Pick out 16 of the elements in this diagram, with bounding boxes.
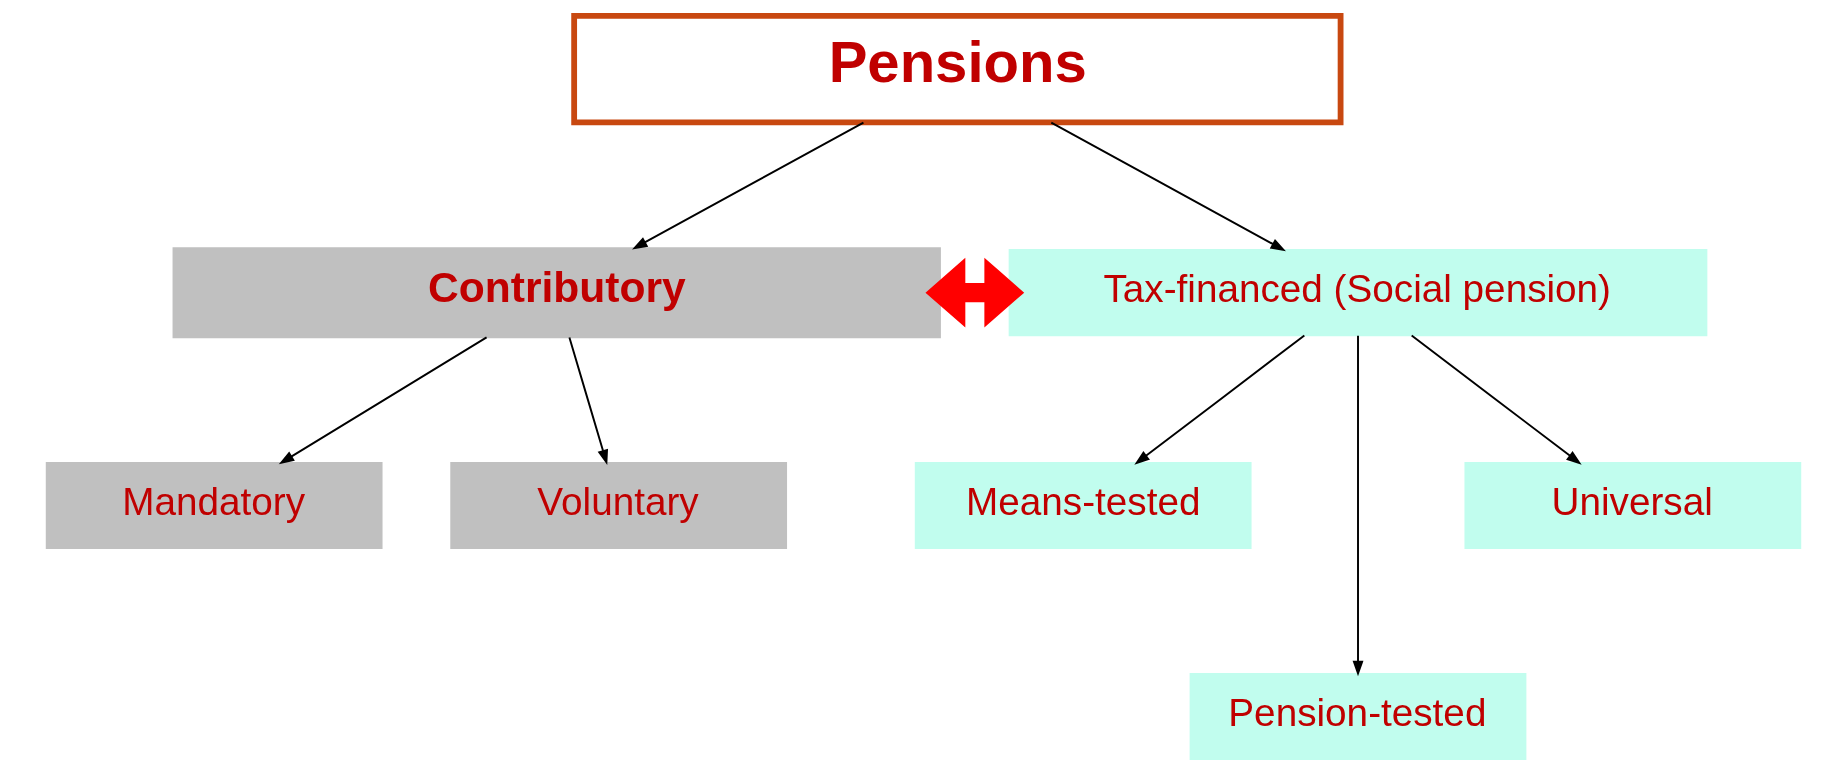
arrow: [1352, 334, 1364, 677]
arrow: [925, 257, 1025, 328]
arrow: [632, 121, 865, 250]
node-box: Mandatory: [45, 462, 383, 550]
arrow: [1050, 121, 1286, 252]
node-box: Pensions: [571, 13, 1344, 126]
node-box: Means-tested: [914, 462, 1252, 550]
node-box: Voluntary: [450, 462, 788, 550]
arrow: [1134, 334, 1306, 465]
node-box: Contributory: [172, 247, 941, 339]
node-box: Universal: [1464, 462, 1802, 550]
arrow: [1410, 334, 1582, 465]
arrow: [278, 336, 488, 465]
arrow: [568, 336, 609, 466]
node-box: Tax-financed (Social pension): [1008, 249, 1708, 337]
node-box: Pension-tested: [1189, 673, 1527, 761]
